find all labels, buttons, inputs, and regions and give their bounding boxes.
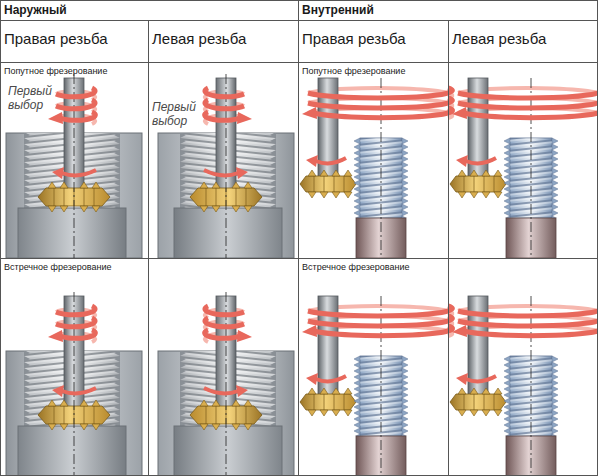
grid-line [148, 20, 149, 476]
table-header: Наружный [4, 3, 294, 17]
internal-right-conventional [300, 296, 453, 476]
table-header: Внутренний [302, 3, 592, 17]
first-choice-note: Первый выбор [8, 84, 58, 113]
external-right-climb [6, 74, 142, 258]
grid-line [448, 20, 449, 476]
first-choice-note: Первый выбор [152, 100, 202, 129]
grid-line [298, 0, 299, 476]
external-right-conventional [6, 292, 142, 476]
row-label: Попутное фрезерование [4, 66, 224, 77]
internal-right-climb [300, 78, 453, 258]
column-header: Правая резьба [302, 30, 442, 48]
column-header: Правая резьба [4, 30, 144, 48]
external-left-conventional [158, 292, 294, 476]
column-header: Левая резьба [152, 30, 292, 48]
row-label: Попутное фрезерование [302, 66, 522, 77]
internal-left-climb [450, 78, 598, 258]
internal-left-conventional [450, 296, 598, 476]
row-label: Встречное фрезерование [4, 262, 224, 273]
row-label: Встречное фрезерование [302, 262, 522, 273]
column-header: Левая резьба [452, 30, 592, 48]
